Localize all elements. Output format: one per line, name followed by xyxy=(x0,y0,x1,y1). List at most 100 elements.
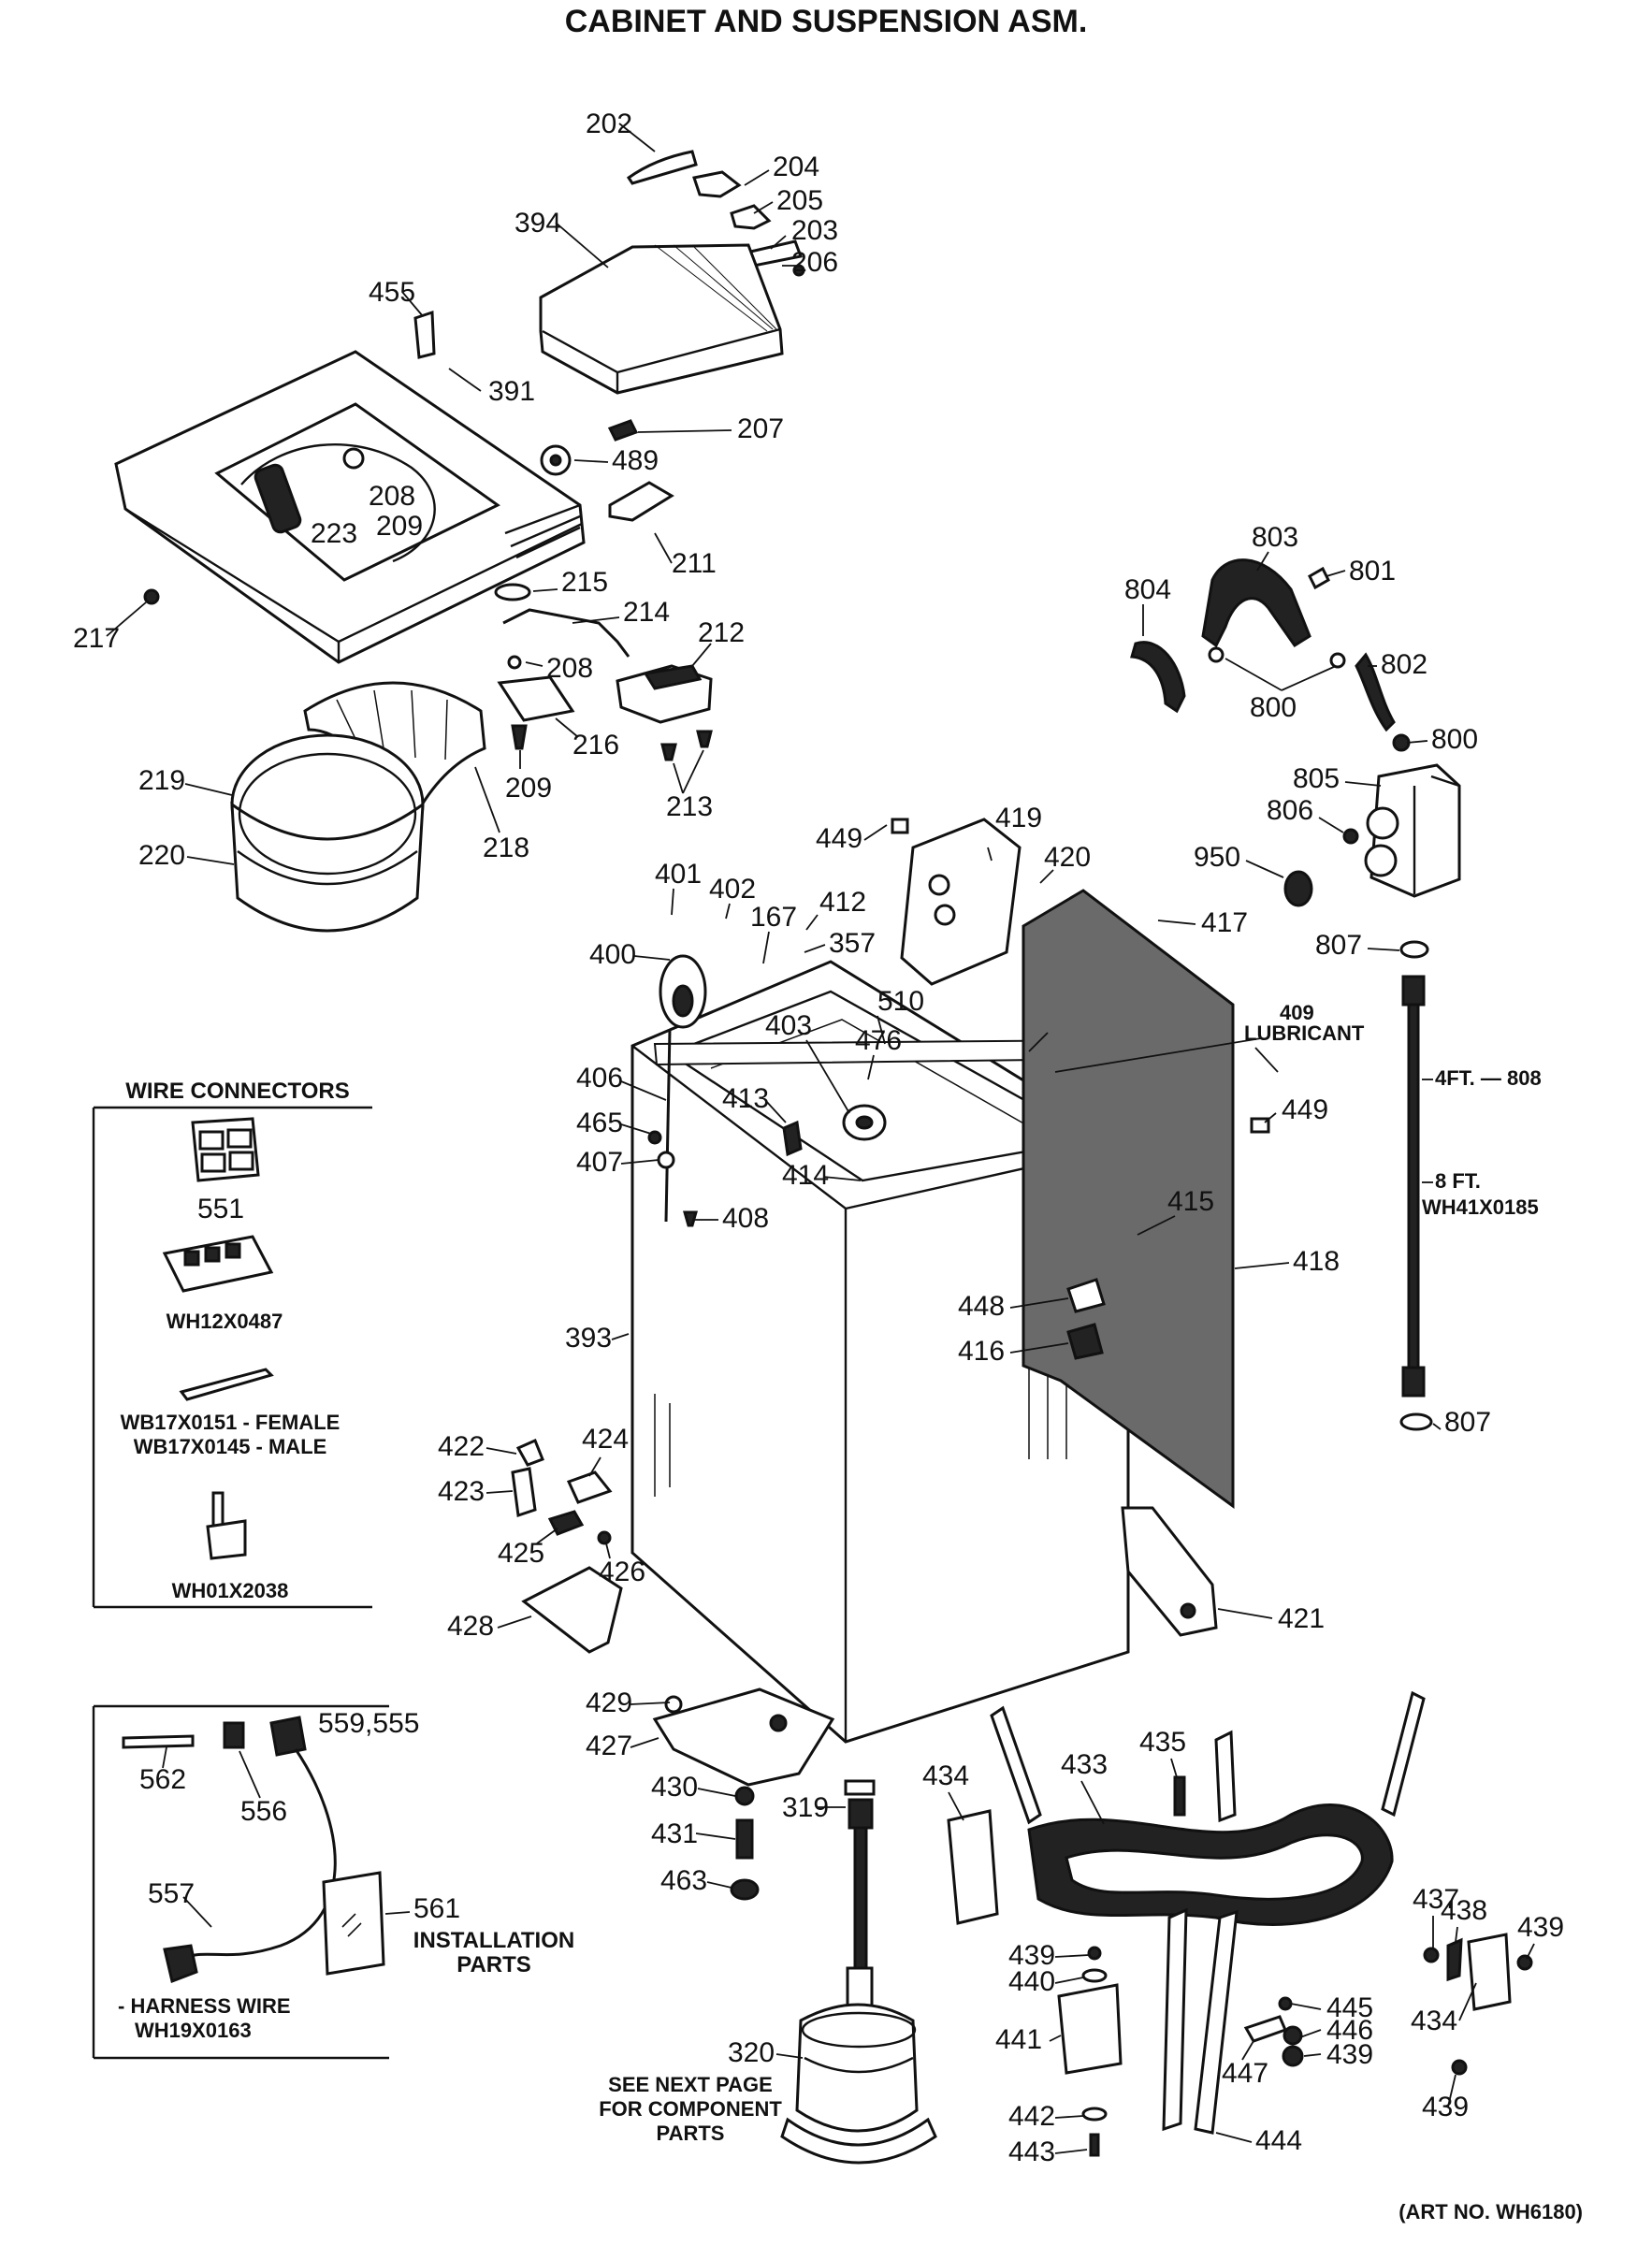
hose-4ft-label: 4FT. — 808 xyxy=(1435,1066,1542,1090)
callout-408: 408 xyxy=(722,1203,769,1234)
harness-561: 561 xyxy=(413,1893,460,1924)
callout-417: 417 xyxy=(1201,907,1248,938)
callout-223: 223 xyxy=(311,518,357,549)
callout-403: 403 xyxy=(765,1010,812,1041)
callout-805: 805 xyxy=(1293,763,1340,794)
notes: 409 LUBRICANT 4FT. — 808 8 FT. WH41X0185… xyxy=(599,1001,1583,2223)
callout-440: 440 xyxy=(1008,1966,1055,1997)
callout-216: 216 xyxy=(572,730,619,760)
callout-438: 438 xyxy=(1441,1895,1487,1926)
callout-209-top: 209 xyxy=(376,511,423,542)
connector-wh12x0487: WH12X0487 xyxy=(167,1310,283,1333)
callout-447: 447 xyxy=(1222,2058,1268,2089)
wire-connectors-heading: WIRE CONNECTORS xyxy=(125,1079,350,1104)
callout-807-bottom: 807 xyxy=(1444,1407,1491,1438)
callout-463: 463 xyxy=(660,1865,707,1896)
callout-427: 427 xyxy=(586,1731,632,1761)
callout-407: 407 xyxy=(576,1147,623,1178)
callout-414: 414 xyxy=(782,1160,829,1191)
callout-443: 443 xyxy=(1008,2136,1055,2167)
callout-803: 803 xyxy=(1252,522,1298,553)
wire-connectors-box: WIRE CONNECTORS 551 WH12X0487 WB17X0151 … xyxy=(92,1079,372,1609)
callout-357: 357 xyxy=(829,928,876,959)
callout-435: 435 xyxy=(1139,1727,1186,1758)
callout-449-top: 449 xyxy=(816,823,862,854)
callout-434-left: 434 xyxy=(922,1760,969,1791)
callout-209: 209 xyxy=(505,773,552,804)
callout-430: 430 xyxy=(651,1772,698,1803)
harness-box: 562 556 559,555 557 561 INSTALLATION PAR… xyxy=(92,1704,574,2060)
callout-401: 401 xyxy=(655,859,702,890)
callout-439-mid: 439 xyxy=(1326,2039,1373,2070)
callout-446: 446 xyxy=(1326,2015,1373,2046)
callout-510: 510 xyxy=(877,986,924,1017)
hose-8ft-label: 8 FT. xyxy=(1435,1169,1481,1193)
callout-214: 214 xyxy=(623,597,670,628)
installation-parts-line1: INSTALLATION xyxy=(413,1928,574,1953)
callout-431: 431 xyxy=(651,1818,698,1849)
callout-445: 445 xyxy=(1326,1992,1373,2023)
callout-213: 213 xyxy=(666,791,713,822)
art-number: (ART NO. WH6180) xyxy=(1398,2200,1583,2223)
harness-wire-line2: WH19X0163 xyxy=(135,2019,252,2042)
callout-802: 802 xyxy=(1381,649,1427,680)
callout-416: 416 xyxy=(958,1336,1005,1367)
connector-wb17x0145: WB17X0145 - MALE xyxy=(134,1435,327,1458)
callout-207: 207 xyxy=(737,413,784,444)
callout-393: 393 xyxy=(565,1323,612,1354)
see-next-line2: FOR COMPONENT xyxy=(599,2097,782,2121)
harness-559-555: 559,555 xyxy=(318,1708,419,1739)
callout-950: 950 xyxy=(1194,842,1240,873)
callout-807-top: 807 xyxy=(1315,930,1362,961)
connector-wb17x0151: WB17X0151 - FEMALE xyxy=(121,1411,341,1434)
callout-418: 418 xyxy=(1293,1246,1340,1277)
callout-426: 426 xyxy=(599,1557,645,1587)
callout-400: 400 xyxy=(589,939,636,970)
callout-806: 806 xyxy=(1267,795,1313,826)
callout-413: 413 xyxy=(722,1083,769,1114)
callout-476: 476 xyxy=(855,1025,902,1056)
callout-424: 424 xyxy=(582,1424,629,1455)
callout-444: 444 xyxy=(1255,2125,1302,2156)
callout-439-bottom: 439 xyxy=(1422,2092,1469,2122)
harness-562: 562 xyxy=(139,1764,186,1795)
callout-labels: 202 204 205 203 206 394 455 391 207 489 … xyxy=(73,109,1564,2167)
callout-433: 433 xyxy=(1061,1749,1108,1780)
callout-217: 217 xyxy=(73,623,120,654)
callout-800-a: 800 xyxy=(1250,692,1297,723)
callout-394: 394 xyxy=(514,208,561,239)
harness-556: 556 xyxy=(240,1796,287,1827)
callout-425: 425 xyxy=(498,1538,544,1569)
parts-artwork xyxy=(114,150,1533,2165)
callout-421: 421 xyxy=(1278,1603,1325,1634)
installation-parts-line2: PARTS xyxy=(456,1952,531,1977)
callout-319: 319 xyxy=(782,1792,829,1823)
callout-448: 448 xyxy=(958,1291,1005,1322)
callout-449-right: 449 xyxy=(1282,1094,1328,1125)
connector-wh01x2038: WH01X2038 xyxy=(172,1579,289,1602)
callout-215: 215 xyxy=(561,567,608,598)
lubricant-text: LUBRICANT xyxy=(1244,1021,1365,1045)
callout-208: 208 xyxy=(546,653,593,684)
callout-465: 465 xyxy=(576,1108,623,1138)
callout-429: 429 xyxy=(586,1687,632,1718)
callout-167: 167 xyxy=(750,902,797,933)
callout-434-right: 434 xyxy=(1411,2006,1457,2036)
see-next-line3: PARTS xyxy=(657,2122,725,2145)
callout-455: 455 xyxy=(369,277,415,308)
callout-218: 218 xyxy=(483,833,529,863)
callout-439-left: 439 xyxy=(1008,1940,1055,1971)
callout-320: 320 xyxy=(728,2037,775,2068)
callout-406: 406 xyxy=(576,1063,623,1094)
hose-part-number: WH41X0185 xyxy=(1422,1195,1539,1219)
callout-220: 220 xyxy=(138,840,185,871)
callout-206: 206 xyxy=(791,247,838,278)
callout-211: 211 xyxy=(672,548,717,579)
callout-419: 419 xyxy=(995,803,1042,833)
lubricant-number: 409 xyxy=(1280,1001,1314,1024)
callout-423: 423 xyxy=(438,1476,485,1507)
callout-422: 422 xyxy=(438,1431,485,1462)
callout-415: 415 xyxy=(1167,1186,1214,1217)
page-title: CABINET AND SUSPENSION ASM. xyxy=(565,4,1088,39)
callout-205: 205 xyxy=(776,185,823,216)
